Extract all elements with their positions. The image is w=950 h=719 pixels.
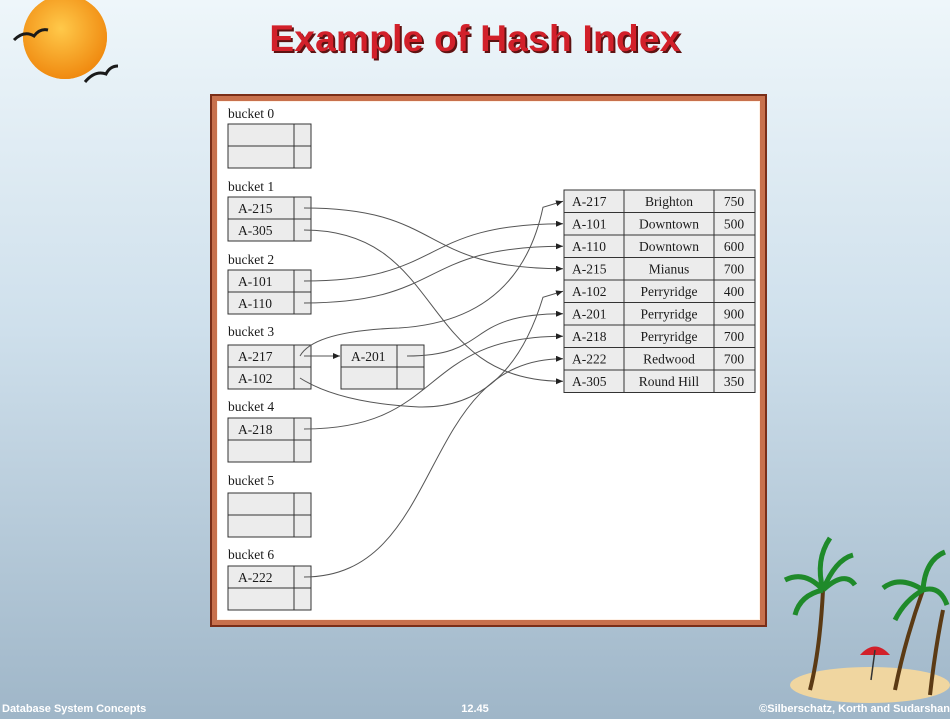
- bucket-4: bucket 4 A-218: [227, 399, 312, 463]
- record-row: A-218 Perryridge 700: [572, 329, 744, 344]
- record-branch: Perryridge: [641, 307, 698, 322]
- bucket-5: bucket 5: [227, 473, 312, 538]
- record-balance: 500: [724, 217, 745, 232]
- record-pointer: [303, 207, 564, 272]
- record-row: A-217 Brighton 750: [572, 194, 744, 209]
- bucket-entry: A-110: [238, 296, 272, 311]
- record-branch: Mianus: [649, 262, 690, 277]
- record-account: A-222: [572, 352, 607, 367]
- bucket-label: bucket 0: [228, 106, 274, 121]
- bucket-entry: A-222: [238, 570, 273, 585]
- bucket-entry: A-101: [238, 274, 273, 289]
- record-row: A-215 Mianus 700: [572, 262, 744, 277]
- record-row: A-222 Redwood 700: [572, 352, 744, 367]
- footer-copyright: ©Silberschatz, Korth and Sudarshan: [759, 703, 950, 715]
- record-branch: Brighton: [645, 194, 693, 209]
- record-row: A-201 Perryridge 900: [572, 307, 744, 322]
- record-account: A-305: [572, 374, 607, 389]
- record-balance: 600: [724, 239, 745, 254]
- bucket-label: bucket 2: [228, 252, 274, 267]
- record-account: A-102: [572, 284, 607, 299]
- record-branch: Redwood: [643, 352, 695, 367]
- record-branch: Perryridge: [641, 329, 698, 344]
- record-account: A-101: [572, 217, 607, 232]
- record-row: A-101 Downtown 500: [572, 217, 744, 232]
- sun-with-birds-icon: [12, 0, 119, 83]
- record-pointer: [303, 355, 564, 578]
- record-pointer: [303, 333, 564, 430]
- record-balance: 400: [724, 284, 745, 299]
- record-account: A-218: [572, 329, 607, 344]
- bucket-entry: A-217: [238, 349, 273, 364]
- bucket-label: bucket 3: [228, 324, 274, 339]
- record-branch: Downtown: [639, 239, 699, 254]
- record-account: A-201: [572, 307, 607, 322]
- record-pointer: [303, 243, 564, 304]
- record-pointer: [299, 200, 564, 357]
- record-balance: 900: [724, 307, 745, 322]
- bucket-entry: A-218: [238, 422, 273, 437]
- record-balance: 700: [724, 262, 745, 277]
- overflow-entry: A-201: [351, 349, 386, 364]
- record-row: A-102 Perryridge 400: [572, 284, 744, 299]
- bucket-entry: A-102: [238, 371, 273, 386]
- record-account: A-217: [572, 194, 607, 209]
- record-balance: 700: [724, 352, 745, 367]
- bucket-label: bucket 6: [228, 547, 274, 562]
- record-pointer: [299, 290, 564, 408]
- record-row: A-110 Downtown 600: [572, 239, 744, 254]
- overflow-bucket: A-201: [340, 344, 425, 390]
- footer-page-number: 12.45: [461, 703, 489, 715]
- record-balance: 700: [724, 329, 745, 344]
- bucket-label: bucket 4: [228, 399, 274, 414]
- record-account: A-215: [572, 262, 607, 277]
- record-balance: 750: [724, 194, 745, 209]
- palm-island-icon: [783, 536, 950, 703]
- records-box: [563, 189, 756, 393]
- record-branch: Round Hill: [639, 374, 700, 389]
- record-branch: Perryridge: [641, 284, 698, 299]
- bucket-entry: A-305: [238, 223, 273, 238]
- bucket-entry: A-215: [238, 201, 273, 216]
- footer-course: Database System Concepts: [2, 703, 147, 715]
- record-account: A-110: [572, 239, 606, 254]
- record-pointer: [303, 220, 564, 282]
- bucket-label: bucket 5: [228, 473, 274, 488]
- record-pointer: [303, 229, 564, 385]
- record-row: A-305 Round Hill 350: [572, 374, 744, 389]
- slide-title: Example of Hash Index: [269, 18, 681, 59]
- record-pointer: [406, 310, 564, 357]
- bucket-label: bucket 1: [228, 179, 274, 194]
- bucket-0: bucket 0: [227, 106, 312, 169]
- bucket-6: bucket 6 A-222: [227, 547, 312, 611]
- record-branch: Downtown: [639, 217, 699, 232]
- record-balance: 350: [724, 374, 745, 389]
